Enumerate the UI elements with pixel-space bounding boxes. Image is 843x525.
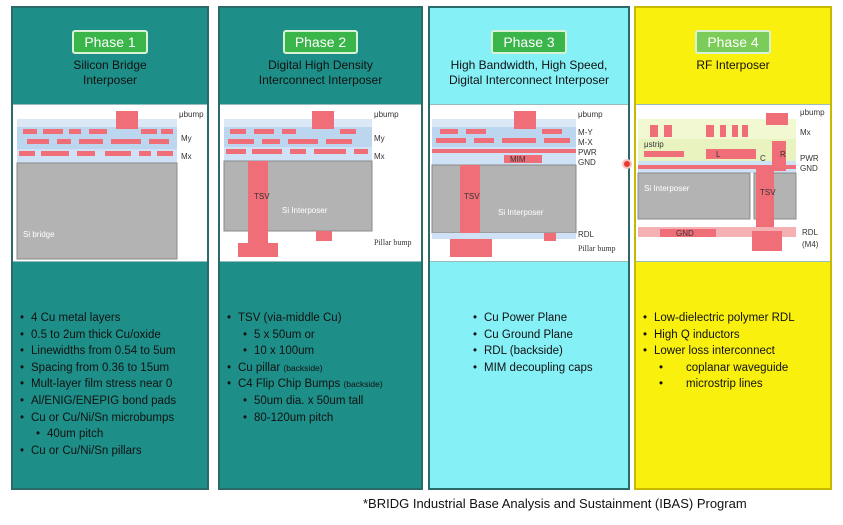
phase-4-r-label: R (780, 150, 786, 159)
phase-3-gnd-label: GND (578, 158, 596, 167)
phase-2-pillar-label: Pillar bump (374, 238, 412, 247)
bullet: Lower loss interconnect (640, 343, 830, 360)
phase-2-title: Digital High Density Interconnect Interp… (220, 58, 421, 88)
phase-3-my-label: M-Y (578, 128, 593, 137)
phase-4-panel: Phase 4 RF Interposer μstrip L C (634, 6, 832, 490)
phase-1-ubump-label: μbump (179, 110, 204, 119)
sub-bullet: 40um pitch (17, 426, 207, 443)
bullet: 4 Cu metal layers (17, 310, 207, 327)
phase-4-title: RF Interposer (636, 58, 830, 73)
phase-2-my-label: My (374, 134, 385, 143)
phase-3-title-line1: High Bandwidth, High Speed, (450, 58, 608, 72)
sub-bullet: 50um dia. x 50um tall (224, 393, 421, 410)
sub-bullet: 5 x 50um or (224, 327, 421, 344)
phase-2-badge: Phase 2 (282, 30, 359, 54)
phase-2-bullets: TSV (via-middle Cu) 5 x 50um or 10 x 100… (224, 310, 421, 426)
phase-4-ubump-label: μbump (800, 108, 825, 117)
phase-4-mx-label: Mx (800, 128, 811, 137)
pointer-cursor-icon (622, 159, 632, 169)
bullet: RDL (backside) (470, 343, 628, 360)
phase-1-mx-label: Mx (181, 152, 192, 161)
bullet: Cu Ground Plane (470, 327, 628, 344)
phase-4-ustrip-label: μstrip (644, 140, 664, 149)
bullet: High Q inductors (640, 327, 830, 344)
phase-4-interposer-label: Si Interposer (644, 184, 690, 193)
bullet: 0.5 to 2um thick Cu/oxide (17, 327, 207, 344)
phase-2-ubump-label: μbump (374, 110, 399, 119)
phase-3-pillar-label: Pillar bump (578, 244, 616, 253)
phase-4-c-label: C (760, 154, 766, 163)
phase-2-title-line1: Digital High Density (268, 58, 373, 72)
phase-1-diagram: μbump My Mx Si bridge (13, 104, 207, 262)
bullet: MIM decoupling caps (470, 360, 628, 377)
bullet: Mult-layer film stress near 0 (17, 376, 207, 393)
phase-3-pwr-label: PWR (578, 148, 597, 157)
phase-1-header: Phase 1 Silicon Bridge Interposer (13, 8, 207, 104)
phase-2-interposer-label: Si Interposer (282, 206, 328, 215)
bullet-note: (backside) (343, 379, 383, 390)
phase-1-badge: Phase 1 (72, 30, 148, 54)
phase-4-gnd-label: GND (800, 164, 818, 173)
bullet-main: C4 Flip Chip Bumps (238, 378, 344, 391)
phase-3-title-line2: Digital Interconnect Interposer (448, 73, 610, 87)
phase-1-title-line1: Silicon Bridge (73, 58, 147, 72)
phase-4-diagram: μstrip L C R TSV Si Interposer GND μbump… (636, 104, 830, 262)
sub-bullet: coplanar waveguide (640, 360, 830, 377)
bullet: Cu or Cu/Ni/Sn pillars (17, 443, 207, 460)
bullet: Al/ENIG/ENEPIG bond pads (17, 393, 207, 410)
bullet: Cu Power Plane (470, 310, 628, 327)
phase-1-bridge-label: Si bridge (23, 230, 55, 239)
phase-3-panel: Phase 3 High Bandwidth, High Speed, Digi… (428, 6, 630, 490)
footer-note: *BRIDG Industrial Base Analysis and Sust… (363, 496, 747, 511)
bullet: Low-dielectric polymer RDL (640, 310, 830, 327)
phase-4-l-label: L (716, 150, 721, 159)
bullet: Cu or Cu/Ni/Sn microbumps (17, 410, 207, 427)
bullet: Linewidths from 0.54 to 5um (17, 343, 207, 360)
phase-4-pwr-label: PWR (800, 154, 819, 163)
sub-bullet: 10 x 100um (224, 343, 421, 360)
phase-4-m4-label: (M4) (802, 240, 819, 249)
phase-3-mim-label: MIM (510, 155, 526, 164)
phase-1-title-line2: Interposer (82, 73, 138, 87)
phase-2-diagram: TSV Si Interposer μbump My Mx Pillar bum… (220, 104, 421, 262)
bullet: C4 Flip Chip Bumps (backside) (224, 376, 421, 393)
phase-3-rdl-label: RDL (578, 230, 595, 239)
phase-2-mx-label: Mx (374, 152, 385, 161)
bullet-note: (backside) (283, 362, 323, 373)
phase-2-title-line2: Interconnect Interposer (258, 73, 383, 87)
phase-4-rdl-label: RDL (802, 228, 819, 237)
sub-bullet: microstrip lines (640, 376, 830, 393)
phase-3-ubump-label: μbump (578, 110, 603, 119)
bullet: Cu pillar (backside) (224, 360, 421, 377)
phase-3-tsv-label: TSV (464, 192, 480, 201)
bullet: Spacing from 0.36 to 15um (17, 360, 207, 377)
phase-4-header: Phase 4 RF Interposer (636, 8, 830, 104)
phase-4-tsv-label: TSV (760, 188, 776, 197)
phase-2-tsv-label: TSV (254, 192, 270, 201)
phase-3-title: High Bandwidth, High Speed, Digital Inte… (430, 58, 628, 88)
bullet: TSV (via-middle Cu) (224, 310, 421, 327)
phase-1-bullets: 4 Cu metal layers 0.5 to 2um thick Cu/ox… (17, 310, 207, 459)
phase-3-interposer-label: Si Interposer (498, 208, 544, 217)
phase-4-bullets: Low-dielectric polymer RDL High Q induct… (640, 310, 830, 393)
phase-3-badge: Phase 3 (491, 30, 567, 54)
phase-3-diagram: MIM TSV Si Interposer μbump M-Y M-X PWR … (430, 104, 628, 262)
phase-2-header: Phase 2 Digital High Density Interconnec… (220, 8, 421, 104)
phase-3-bullets: Cu Power Plane Cu Ground Plane RDL (back… (470, 310, 628, 376)
phase-3-mx-label: M-X (578, 138, 593, 147)
bullet-main: Cu pillar (238, 361, 284, 374)
phase-3-header: Phase 3 High Bandwidth, High Speed, Digi… (430, 8, 628, 104)
phase-1-panel: Phase 1 Silicon Bridge Interposer μbump … (11, 6, 209, 490)
phase-4-title-line1: RF Interposer (696, 58, 770, 72)
phase-1-my-label: My (181, 134, 192, 143)
phase-1-title: Silicon Bridge Interposer (13, 58, 207, 88)
phase-2-panel: Phase 2 Digital High Density Interconnec… (218, 6, 423, 490)
phase-4-badge: Phase 4 (695, 30, 771, 54)
sub-bullet: 80-120um pitch (224, 410, 421, 427)
phase-4-gnd-plane-label: GND (676, 229, 694, 238)
